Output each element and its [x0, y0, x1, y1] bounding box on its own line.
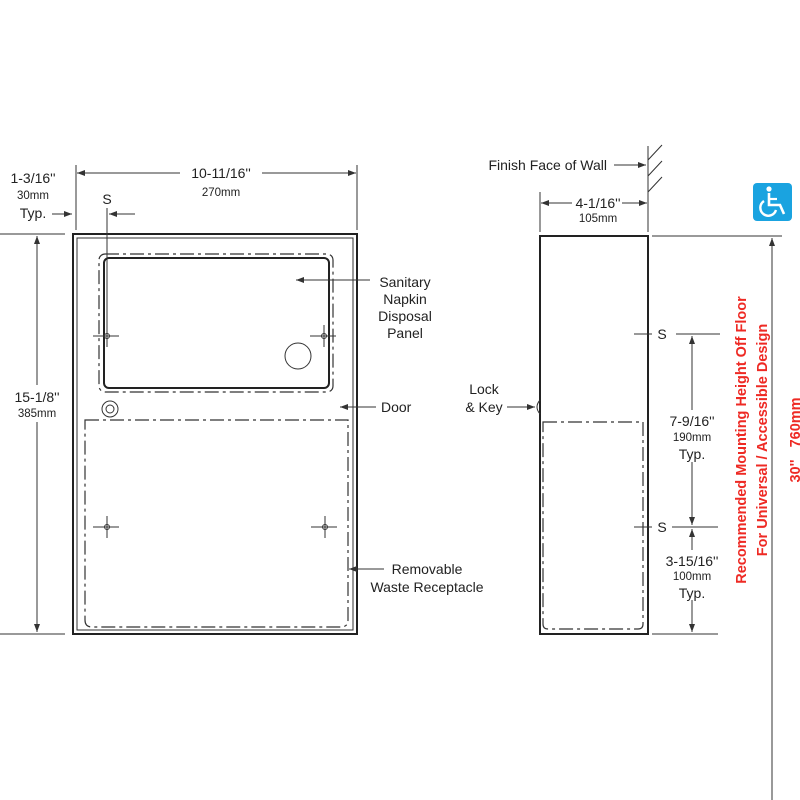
s-label-lower: S [657, 519, 666, 535]
bottom-dim-note: Typ. [679, 585, 705, 601]
cabinet-side [539, 235, 649, 635]
height-dim-imperial: 15-1/8'' [14, 389, 59, 405]
svg-text:Panel: Panel [387, 325, 423, 341]
depth-dim-metric: 105mm [579, 213, 617, 225]
offset-dim-note: Typ. [20, 205, 46, 221]
front-view: S 10-11/16'' 270mm 1-3/16'' 30mm Typ. 15… [0, 165, 484, 635]
height-dim-metric: 385mm [18, 408, 56, 420]
offset-dim-imperial: 1-3/16'' [10, 170, 55, 186]
s-label-upper: S [657, 326, 666, 342]
width-dim-metric: 270mm [202, 187, 240, 199]
svg-text:Waste Receptacle: Waste Receptacle [370, 579, 483, 595]
cabinet-inner [76, 237, 354, 631]
lock-label: Lock & Key [465, 381, 502, 415]
spacing-dim-metric: 190mm [673, 432, 711, 444]
door-label: Door [381, 399, 412, 415]
depth-dim-imperial: 4-1/16'' [575, 195, 620, 211]
cabinet-outer [72, 233, 358, 635]
mounting-line1: Recommended Mounting Height Off Floor [734, 296, 750, 584]
lock-icon [101, 400, 119, 418]
panel-label: Sanitary Napkin Disposal Panel [378, 274, 432, 341]
svg-text:Lock: Lock [469, 381, 500, 397]
offset-dim-metric: 30mm [17, 190, 49, 202]
svg-text:Removable: Removable [392, 561, 463, 577]
svg-text:Sanitary: Sanitary [379, 274, 430, 290]
mounting-line2: For Universal / Accessible Design [755, 324, 771, 556]
wall-hatch [647, 144, 663, 193]
receptacle-label: Removable Waste Receptacle [370, 561, 483, 595]
bottom-dim-metric: 100mm [673, 571, 711, 583]
side-view: Finish Face of Wall 4-1/16'' 105mm Lock … [465, 144, 800, 800]
receptacle-dashed [84, 419, 349, 628]
spacing-dim-note: Typ. [679, 446, 705, 462]
panel-dashed [98, 253, 334, 393]
wheelchair-icon [753, 183, 792, 221]
s-label-front: S [102, 191, 111, 207]
mounting-value: 30'' 760mm [788, 397, 800, 482]
spacing-dim-imperial: 7-9/16'' [669, 413, 714, 429]
crosshair-icons [93, 325, 337, 538]
svg-text:& Key: & Key [465, 399, 502, 415]
svg-text:Disposal: Disposal [378, 308, 432, 324]
width-dim-imperial: 10-11/16'' [191, 165, 251, 181]
svg-text:Napkin: Napkin [383, 291, 427, 307]
lock-bump [536, 399, 541, 415]
napkin-panel [103, 257, 330, 389]
bottom-dim-imperial: 3-15/16'' [666, 553, 719, 569]
receptacle-side-dashed [542, 421, 644, 630]
wall-label: Finish Face of Wall [488, 157, 607, 173]
panel-opening [284, 342, 312, 370]
